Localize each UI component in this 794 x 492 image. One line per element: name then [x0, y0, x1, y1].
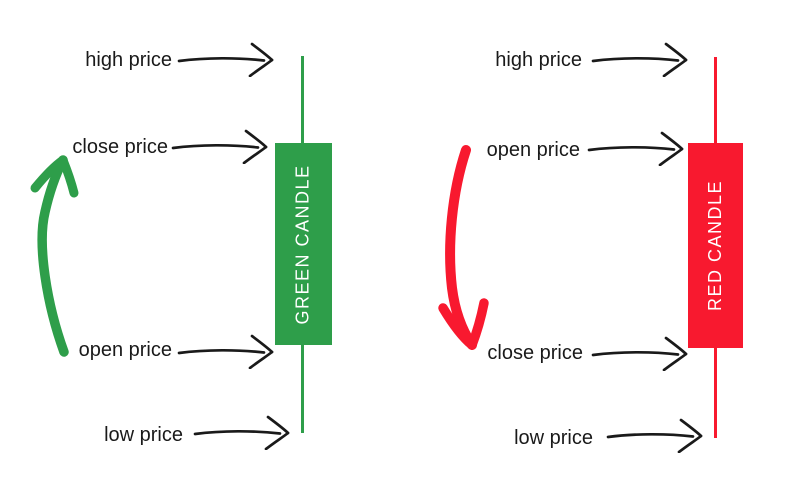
red-open-price-label: open price: [486, 139, 580, 161]
red-candle-body: RED CANDLE: [688, 143, 743, 348]
red-low-price-label: low price: [514, 427, 593, 449]
right-arrow-icon: [193, 415, 290, 450]
right-arrow-icon: [177, 42, 274, 77]
green-candle-body: GREEN CANDLE: [275, 143, 332, 345]
green-candle-body-label: GREEN CANDLE: [293, 163, 313, 325]
red-candle-lower-wick: [714, 348, 717, 438]
right-arrow-icon: [177, 334, 274, 369]
curved-up-arrow-icon: [30, 155, 79, 357]
green-candle-upper-wick: [301, 56, 304, 143]
green-high-price-label: high price: [85, 49, 172, 71]
right-arrow-icon: [171, 129, 268, 164]
green-close-price-label: close price: [72, 136, 168, 158]
red-close-price-label: close price: [487, 342, 583, 364]
right-arrow-icon: [591, 42, 688, 77]
right-arrow-icon: [591, 336, 688, 371]
red-candle-body-label: RED CANDLE: [705, 179, 725, 312]
green-candle-lower-wick: [301, 345, 304, 433]
green-open-price-label: open price: [78, 339, 172, 361]
green-low-price-label: low price: [104, 424, 183, 446]
red-high-price-label: high price: [495, 49, 582, 71]
right-arrow-icon: [587, 131, 684, 166]
red-candle-upper-wick: [714, 57, 717, 143]
curved-down-arrow-icon: [438, 145, 489, 350]
right-arrow-icon: [606, 418, 703, 453]
